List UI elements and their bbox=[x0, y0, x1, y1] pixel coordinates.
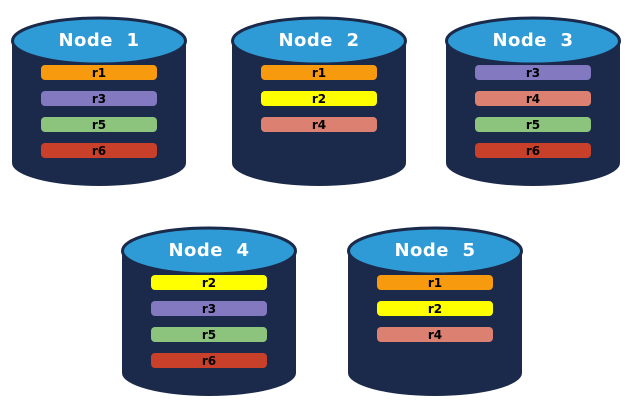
replica-bar-r4: r4 bbox=[377, 327, 493, 342]
replica-bar-r1: r1 bbox=[41, 65, 157, 80]
replica-list: r1 r2 r4 bbox=[261, 65, 377, 132]
replica-bar-r6: r6 bbox=[151, 353, 267, 368]
replica-label: r1 bbox=[311, 65, 327, 80]
node-title: Node 5 bbox=[394, 240, 476, 261]
replica-label: r6 bbox=[525, 143, 541, 158]
replica-label: r3 bbox=[525, 65, 541, 80]
replica-list: r3 r4 r5 r6 bbox=[475, 65, 591, 158]
replica-label: r3 bbox=[201, 301, 217, 316]
replica-bar-r3: r3 bbox=[41, 91, 157, 106]
database-node: Node 1 r1 r3 r5 r6 bbox=[11, 9, 187, 187]
replica-bar-r3: r3 bbox=[475, 65, 591, 80]
database-node: Node 5 r1 r2 r4 bbox=[347, 219, 523, 397]
replica-bar-r2: r2 bbox=[377, 301, 493, 316]
replica-bar-r3: r3 bbox=[151, 301, 267, 316]
database-node: Node 3 r3 r4 r5 r6 bbox=[445, 9, 621, 187]
replica-bar-r5: r5 bbox=[151, 327, 267, 342]
replica-label: r1 bbox=[91, 65, 107, 80]
replica-label: r5 bbox=[201, 327, 217, 342]
replica-label: r2 bbox=[201, 275, 217, 290]
replica-bar-r5: r5 bbox=[41, 117, 157, 132]
replica-label: r4 bbox=[427, 327, 443, 342]
database-node: Node 4 r2 r3 r5 r6 bbox=[121, 219, 297, 397]
database-node: Node 2 r1 r2 r4 bbox=[231, 9, 407, 187]
replica-label: r4 bbox=[525, 91, 541, 106]
replica-bar-r6: r6 bbox=[475, 143, 591, 158]
replica-list: r1 r2 r4 bbox=[377, 275, 493, 342]
replica-label: r2 bbox=[311, 91, 327, 106]
node-title: Node 4 bbox=[168, 240, 250, 261]
replica-bar-r2: r2 bbox=[151, 275, 267, 290]
replica-label: r2 bbox=[427, 301, 443, 316]
replica-bar-r1: r1 bbox=[261, 65, 377, 80]
replica-label: r5 bbox=[91, 117, 107, 132]
replica-bar-r6: r6 bbox=[41, 143, 157, 158]
replica-label: r6 bbox=[201, 353, 217, 368]
replica-bar-r1: r1 bbox=[377, 275, 493, 290]
node-title: Node 2 bbox=[278, 30, 360, 51]
replica-bar-r4: r4 bbox=[475, 91, 591, 106]
replica-label: r6 bbox=[91, 143, 107, 158]
replica-label: r4 bbox=[311, 117, 327, 132]
node-title: Node 3 bbox=[492, 30, 574, 51]
replica-label: r5 bbox=[525, 117, 541, 132]
replica-list: r2 r3 r5 r6 bbox=[151, 275, 267, 368]
replica-list: r1 r3 r5 r6 bbox=[41, 65, 157, 158]
replica-bar-r4: r4 bbox=[261, 117, 377, 132]
replica-label: r1 bbox=[427, 275, 443, 290]
node-title: Node 1 bbox=[58, 30, 140, 51]
replica-bar-r5: r5 bbox=[475, 117, 591, 132]
replica-bar-r2: r2 bbox=[261, 91, 377, 106]
replica-label: r3 bbox=[91, 91, 107, 106]
